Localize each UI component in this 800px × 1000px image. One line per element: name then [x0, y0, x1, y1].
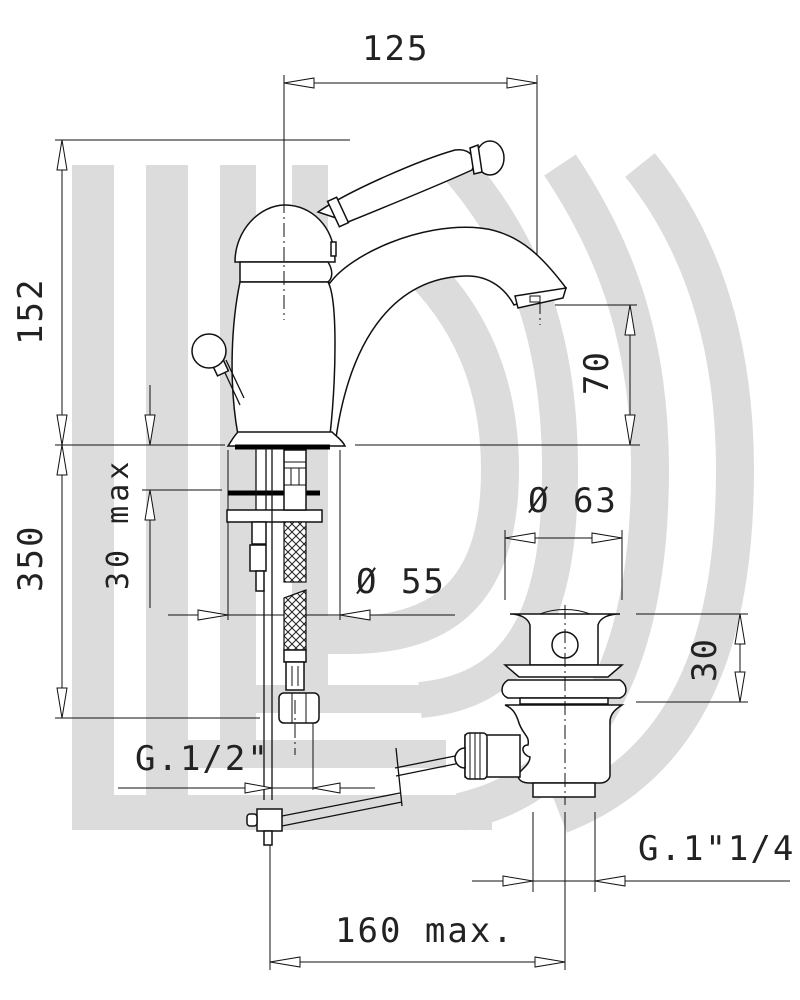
- dim-inlet-thread: G.1/2": [118, 739, 375, 794]
- watermark-arc-4: [552, 153, 755, 833]
- linkage-clamp: [256, 808, 283, 832]
- popup-waste: [454, 605, 627, 805]
- dim-label-30-max: 30 max: [101, 458, 136, 590]
- handle-ring: [326, 196, 350, 228]
- dim-below-deck: 350: [11, 444, 260, 719]
- dim-label-70: 70: [577, 350, 617, 395]
- hose-fitting-top: [283, 449, 307, 511]
- watermark-bar-1: [72, 165, 114, 830]
- stud-sleeve: [251, 521, 267, 545]
- dim-label-160: 160 max.: [335, 911, 515, 951]
- popup-knob: [191, 333, 227, 369]
- dim-height-above-deck: 152: [11, 139, 350, 446]
- waste-gasket: [501, 679, 627, 699]
- dim-waste-height: 30: [636, 613, 748, 703]
- dim-label-55: Ø 55: [356, 562, 446, 602]
- knurled-nut: [464, 732, 488, 780]
- dim-waste-thread: G.1"1/4: [472, 812, 795, 900]
- braided-hose-lower: [283, 589, 307, 651]
- waste-washer: [519, 697, 609, 705]
- dim-label-63: Ø 63: [528, 481, 618, 521]
- watermark-band-3: [220, 685, 440, 713]
- dim-deck-thickness: 30 max: [101, 385, 222, 608]
- stud-end: [255, 570, 265, 592]
- dim-label-125: 125: [362, 29, 429, 69]
- faucet-body: [191, 140, 568, 447]
- ball-joint: [454, 747, 466, 769]
- hose-ferrule: [283, 649, 307, 663]
- rod-end: [263, 830, 273, 846]
- hose-fitting-bottom: [285, 661, 305, 691]
- dim-label-152: 152: [11, 278, 51, 345]
- cap-indicator: [330, 241, 337, 257]
- stud-nut: [249, 544, 267, 572]
- handle-collar: [469, 143, 483, 175]
- aerator-slot: [529, 295, 541, 303]
- column-collar: [239, 261, 333, 283]
- dome-cap: [234, 204, 336, 263]
- dim-label-30: 30: [685, 637, 725, 682]
- watermark-arc-1: [300, 235, 520, 654]
- below-deck-assembly: [226, 444, 330, 800]
- watermark-bar-2: [146, 165, 188, 830]
- popup-rod-upper-b: [225, 359, 245, 399]
- dim-spout-height: 70: [555, 304, 637, 446]
- base-flange: [226, 431, 347, 447]
- dim-label-350: 350: [11, 525, 51, 592]
- clamp-screw: [246, 813, 258, 827]
- waste-cone: [502, 664, 625, 678]
- dim-label-g12: G.1/2": [135, 739, 270, 779]
- waste-body: [504, 704, 625, 784]
- lock-plate: [226, 509, 323, 523]
- popup-linkage: [246, 747, 461, 846]
- braided-hose-upper: [283, 521, 307, 583]
- hex-nut: [278, 692, 320, 724]
- dim-rod-length: 160 max.: [269, 845, 566, 970]
- dim-spout-reach: 125: [283, 29, 538, 430]
- dim-base-diameter: Ø 55: [168, 450, 455, 621]
- waste-tail: [532, 782, 596, 798]
- dim-waste-diameter: Ø 63: [504, 481, 623, 600]
- dim-label-g114: G.1"1/4: [638, 829, 795, 869]
